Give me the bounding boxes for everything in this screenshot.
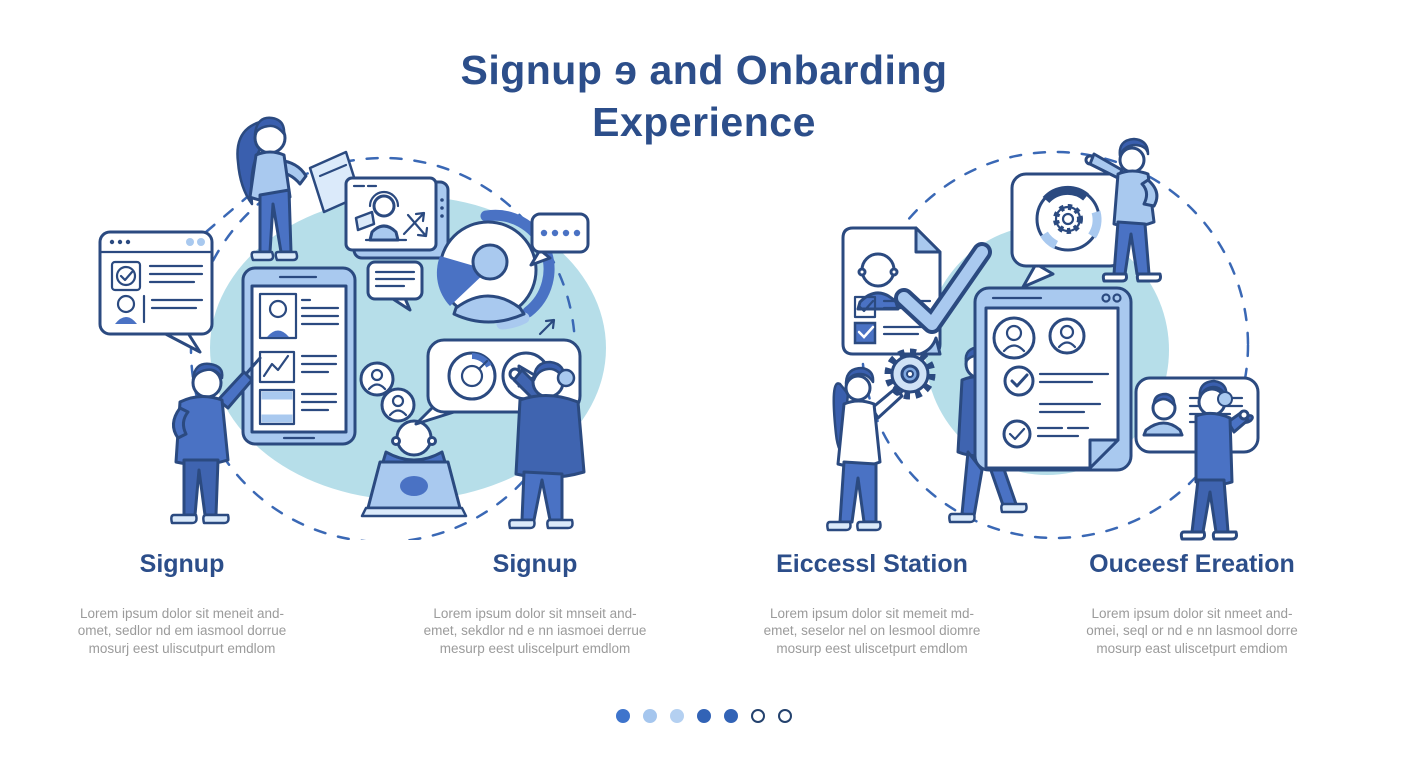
onboarding-illustration	[826, 137, 1260, 541]
text-speech-bubble	[366, 260, 424, 312]
pagination-dot[interactable]	[616, 709, 630, 723]
section-heading: Eiccessl Station	[776, 550, 968, 578]
user-avatar-icons	[992, 316, 1086, 360]
verified-profile-document	[841, 226, 942, 356]
gauge-icon	[447, 351, 497, 401]
typing-dots-speech-bubble	[529, 212, 590, 267]
signup-illustration	[98, 116, 606, 540]
gear-progress-speech-bubble	[1010, 172, 1126, 289]
section-body: Lorem ipsum dolor sit memeit md- emet, s…	[763, 606, 981, 656]
line-chart-icon	[258, 350, 296, 384]
pagination-dot[interactable]	[670, 709, 684, 723]
man-presenting	[1084, 137, 1162, 283]
pagination-dot[interactable]	[724, 709, 738, 723]
presenter-icon	[364, 190, 408, 242]
browser-window-card	[98, 230, 214, 354]
title-line-2: Experience	[592, 99, 816, 146]
user-avatar-icon	[115, 294, 146, 324]
person-at-laptop	[360, 419, 468, 518]
woman-holding-clipboard	[236, 116, 362, 262]
man-writing-on-card	[1179, 379, 1250, 541]
man-pressing-play	[508, 360, 586, 530]
onboarding-checklist-tablet	[973, 286, 1133, 472]
pagination-dot[interactable]	[751, 709, 765, 723]
section-column-eiccessl-station: Eiccessl Station Lorem ipsum dolor sit m…	[737, 550, 1007, 657]
dashed-connector	[204, 190, 255, 234]
woman-holding-gear	[826, 348, 936, 532]
page-title: Signup ɘ and Onbarding Experience	[0, 44, 1408, 148]
gear-icon	[884, 348, 936, 400]
section-body: Lorem ipsum dolor sit mnseit and- emet, …	[423, 606, 647, 656]
section-heading: Ouceesf Ereation	[1089, 550, 1295, 578]
pagination-dot[interactable]	[643, 709, 657, 723]
title-line-1: Signup ɘ and Onbarding	[460, 47, 948, 93]
phone-profile-card	[241, 266, 357, 446]
section-body: Lorem ipsum dolor sit nmeet and- omei, s…	[1086, 606, 1298, 656]
video-call-window	[344, 176, 450, 260]
section-column-ouceesf-ereation: Ouceesf Ereation Lorem ipsum dolor sit n…	[1057, 550, 1327, 657]
section-column-signup-2: Signup Lorem ipsum dolor sit mnseit and-…	[400, 550, 670, 657]
man-pointing-pen	[170, 356, 262, 525]
member-circles	[359, 361, 416, 423]
pagination-dot[interactable]	[697, 709, 711, 723]
big-checkmark-icon	[894, 242, 992, 334]
section-heading: Signup	[139, 550, 225, 578]
profile-pie-avatar	[436, 209, 556, 336]
expand-arrows-icon	[402, 211, 429, 238]
check-badge-icons	[1002, 365, 1110, 449]
section-body: Lorem ipsum dolor sit meneit and- omet, …	[77, 606, 287, 656]
gear-icon	[1053, 204, 1083, 234]
section-column-signup-1: Signup Lorem ipsum dolor sit meneit and-…	[47, 550, 317, 657]
pagination-dot[interactable]	[778, 709, 792, 723]
checkbox-icon	[110, 260, 142, 292]
pagination	[0, 709, 1408, 723]
section-heading: Signup	[492, 550, 578, 578]
sections-row: Signup Lorem ipsum dolor sit meneit and-…	[0, 550, 1408, 680]
